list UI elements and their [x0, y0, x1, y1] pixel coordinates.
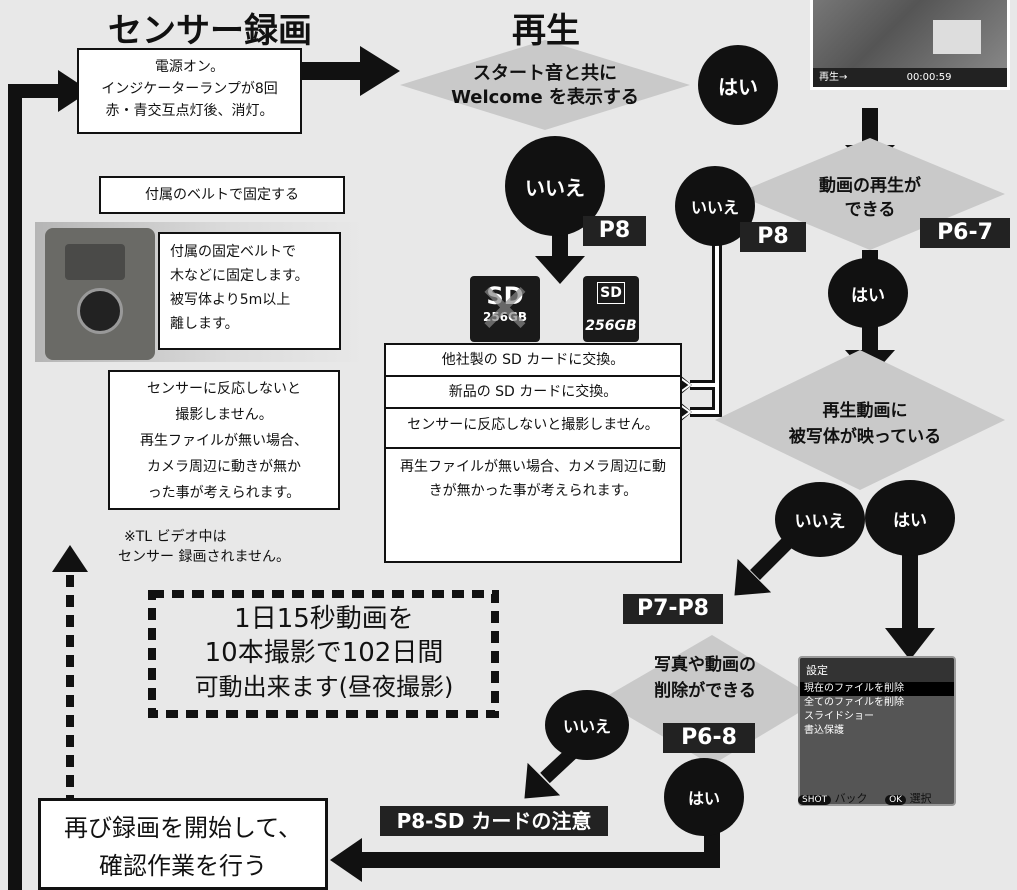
sd-card-rejected-top: SD	[486, 282, 524, 310]
tag-p8-sd: P8-SD カードの注意	[380, 806, 608, 836]
restart-line-2: 確認作業を行う	[99, 852, 267, 880]
tag-p8-welcome: P8	[583, 216, 646, 246]
screen-status-bar: 再生→ 00:00:59	[813, 68, 1007, 87]
remedy-4: 再生ファイルが無い場合、カメラ周辺に動きが無かった事が考えられます。	[400, 459, 666, 499]
playback-screen: 再生→ 00:00:59	[810, 0, 1010, 90]
power-line-3: 赤・青交互点灯後、消灯。	[105, 103, 274, 119]
tag-p8-playback: P8	[740, 222, 806, 252]
tag-p6-7: P6-7	[920, 218, 1010, 248]
power-on-box: 電源オン。 インジケーターランプが8回 赤・青交互点灯後、消灯。	[77, 48, 302, 134]
diamond-subject-text: 再生動画に 被写体が映っている	[760, 398, 970, 450]
diamond-playback-text: 動画の再生が できる	[780, 174, 960, 222]
menu-item-delete-current: 現在のファイルを削除	[800, 682, 954, 696]
belt-desc-box: 付属の固定ベルトで 木などに固定します。 被写体より5m以上 離します。	[158, 232, 341, 350]
diamond2-line-2: できる	[844, 200, 896, 220]
diamond-delete	[600, 635, 820, 765]
shot-key-icon: SHOT	[798, 795, 832, 805]
menu-footer: SHOT バック OK 選択	[798, 790, 956, 806]
remedy-1: 他社製の SD カードに交換。	[386, 345, 680, 377]
menu-item-slideshow: スライドショー	[804, 711, 874, 722]
diamond3-line-2: 被写体が映っている	[788, 427, 942, 447]
menu-title: 設定	[800, 658, 954, 682]
sd-card-rejected-bottom: 256GB	[482, 310, 528, 324]
tag-p6-8: P6-8	[663, 723, 755, 753]
camera-body	[45, 228, 155, 360]
sensor-note-4: カメラ周辺に動きが無か	[147, 459, 301, 475]
camera-sensor	[65, 244, 125, 280]
diamond4-line-2: 削除ができる	[654, 681, 756, 701]
tl-note: ※TL ビデオ中は センサー 録画されません。	[118, 527, 290, 567]
sd-card-recommended-bottom: 256GB	[585, 318, 637, 334]
big-note-2: 10本撮影で102日間	[204, 638, 444, 668]
no-circle-subject: いいえ	[775, 482, 865, 557]
diamond3-line-1: 再生動画に	[822, 401, 908, 421]
screen-sign	[933, 20, 981, 54]
remedy-box: 他社製の SD カードに交換。 新品の SD カードに交換。 センサーに反応しな…	[384, 343, 682, 563]
sd-card-recommended-top: SD	[597, 282, 625, 304]
diamond-subject	[715, 350, 1005, 490]
diamond4-line-1: 写真や動画の	[654, 655, 756, 675]
sensor-note-1: センサーに反応しないと	[147, 381, 301, 397]
belt-desc-4: 離します。	[170, 316, 239, 332]
yes-circle-subject: はい	[865, 480, 955, 556]
diamond1-line-1: スタート音と共に	[473, 63, 617, 84]
no-circle-delete: いいえ	[545, 690, 629, 760]
sensor-note-5: った事が考えられます。	[147, 485, 301, 501]
sensor-note-box: センサーに反応しないと 撮影しません。 再生ファイルが無い場合、 カメラ周辺に動…	[108, 370, 340, 510]
belt-desc-2: 木などに固定します。	[170, 268, 309, 284]
belt-label-box: 付属のベルトで固定する	[99, 176, 345, 214]
belt-desc-3: 被写体より5m以上	[170, 292, 291, 308]
belt-desc-1: 付属の固定ベルトで	[170, 244, 296, 260]
remedy-2: 新品の SD カードに交換。	[386, 377, 680, 409]
yes-circle-welcome: はい	[698, 45, 778, 125]
camera-lens	[77, 288, 123, 334]
big-note-3: 可動出来ます(昼夜撮影)	[194, 673, 454, 701]
tl-note-1: ※TL ビデオ中は	[124, 529, 227, 545]
screen-time: 00:00:59	[906, 72, 952, 83]
sd-card-recommended: SD 256GB	[583, 276, 639, 342]
menu-footer-select: 選択	[909, 792, 932, 805]
power-line-1: 電源オン。	[154, 59, 225, 75]
diamond1-line-2: Welcome を表示する	[451, 87, 639, 108]
diamond2-line-1: 動画の再生が	[819, 176, 921, 196]
menu-footer-back: バック	[834, 792, 868, 805]
sd-card-rejected: SD 256GB ✕	[470, 270, 540, 348]
tl-note-2: センサー 録画されません。	[118, 549, 291, 565]
big-note: 1日15秒動画を 10本撮影で102日間 可動出来ます(昼夜撮影)	[160, 602, 488, 704]
screen-play-label: 再生→	[819, 72, 848, 83]
yes-circle-playback: はい	[828, 258, 908, 328]
diamond-welcome	[400, 40, 690, 130]
menu-item-write-protect: 書込保護	[804, 725, 844, 736]
diamond-delete-text: 写真や動画の 削除ができる	[630, 652, 780, 704]
title-sensor-recording: センサー録画	[108, 11, 312, 51]
tag-p7-p8: P7-P8	[623, 594, 723, 624]
title-playback: 再生	[512, 11, 580, 51]
power-line-2: インジケーターランプが8回	[101, 81, 278, 97]
menu-item-delete-all: 全てのファイルを削除	[804, 697, 904, 708]
yes-circle-delete: はい	[664, 758, 744, 836]
remedy-3: センサーに反応しないと撮影しません。	[386, 409, 680, 449]
diamond-welcome-text: スタート音と共に Welcome を表示する	[430, 62, 660, 110]
sensor-note-2: 撮影しません。	[175, 407, 273, 423]
reject-x-icon: ✕	[475, 268, 535, 350]
ok-key-icon: OK	[885, 795, 907, 805]
settings-menu-screen: 設定 現在のファイルを削除 全てのファイルを削除 スライドショー 書込保護	[798, 656, 956, 806]
restart-line-1: 再び録画を開始して、	[63, 814, 303, 842]
restart-box: 再び録画を開始して、 確認作業を行う	[38, 798, 328, 890]
sensor-note-3: 再生ファイルが無い場合、	[140, 433, 308, 449]
big-note-1: 1日15秒動画を	[234, 604, 414, 634]
